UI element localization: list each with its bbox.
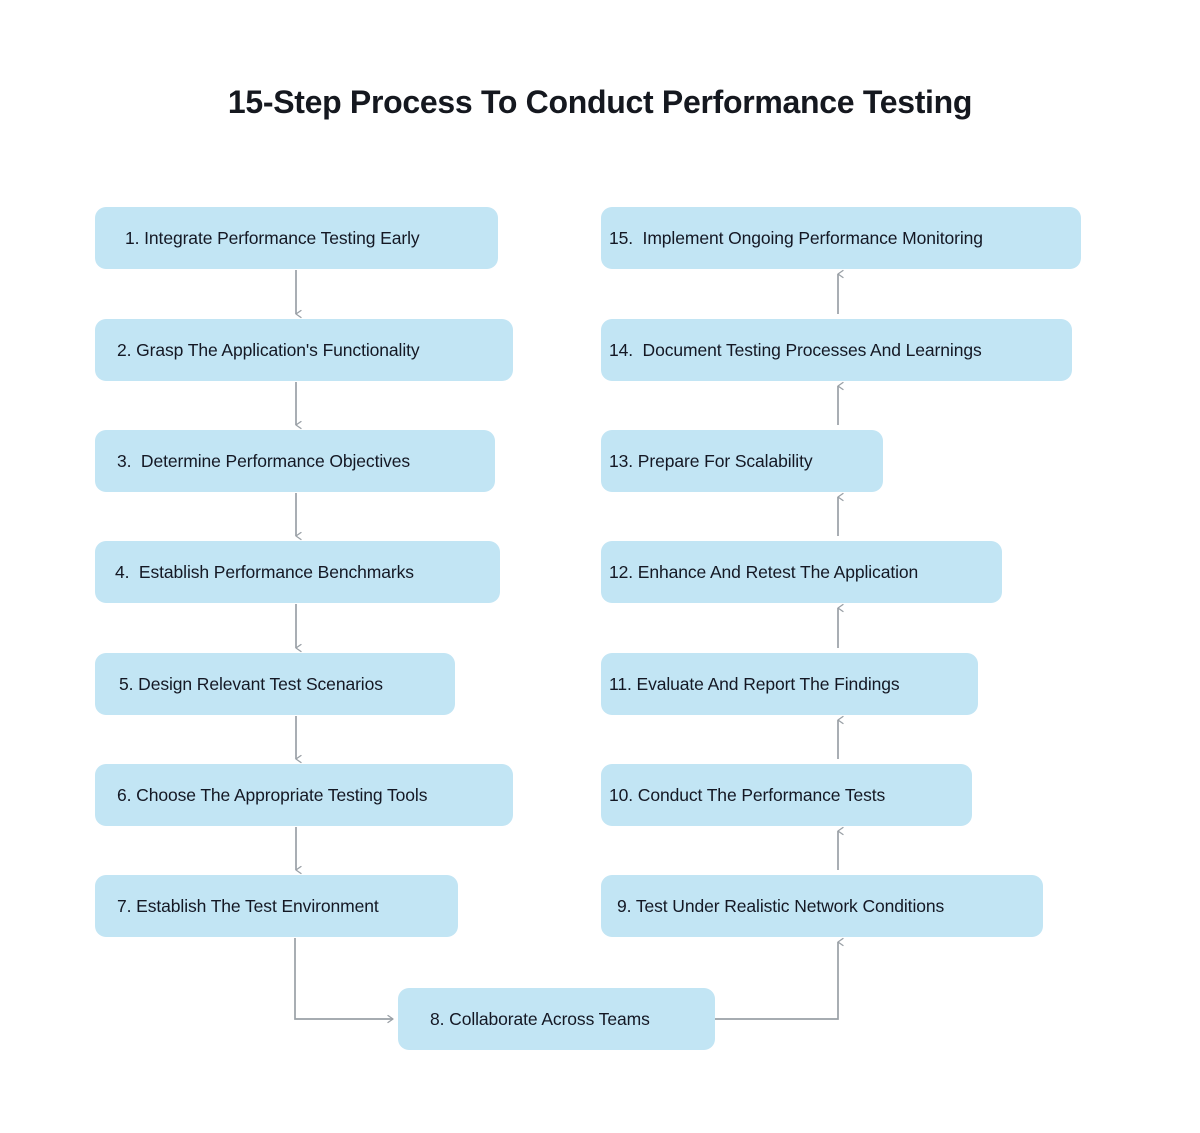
step-node-label: 3. Determine Performance Objectives — [117, 450, 411, 471]
edge-7-to-8 — [294, 938, 394, 1024]
step-node-label: 7. Establish The Test Environment — [117, 895, 379, 916]
step-node-2[interactable]: 2. Grasp The Application's Functionality — [95, 319, 513, 381]
step-node-label: 4. Establish Performance Benchmarks — [115, 561, 414, 582]
step-node-1[interactable]: 1. Integrate Performance Testing Early — [95, 207, 498, 269]
step-node-13[interactable]: 13. Prepare For Scalability — [601, 430, 883, 492]
edge-8-to-9 — [715, 937, 844, 1020]
page-title: 15-Step Process To Conduct Performance T… — [227, 84, 973, 120]
step-node-label: 6. Choose The Appropriate Testing Tools — [117, 784, 428, 805]
step-node-label: 2. Grasp The Application's Functionality — [117, 339, 420, 360]
step-node-4[interactable]: 4. Establish Performance Benchmarks — [95, 541, 500, 603]
step-node-14[interactable]: 14. Document Testing Processes And Learn… — [601, 319, 1072, 381]
step-node-label: 15. Implement Ongoing Performance Monito… — [609, 227, 983, 248]
step-node-15[interactable]: 15. Implement Ongoing Performance Monito… — [601, 207, 1081, 269]
step-node-label: 13. Prepare For Scalability — [609, 450, 813, 471]
step-node-8[interactable]: 8. Collaborate Across Teams — [398, 988, 715, 1050]
step-node-10[interactable]: 10. Conduct The Performance Tests — [601, 764, 972, 826]
step-node-label: 11. Evaluate And Report The Findings — [609, 673, 900, 694]
step-node-label: 14. Document Testing Processes And Learn… — [609, 339, 982, 360]
step-node-label: 8. Collaborate Across Teams — [430, 1008, 650, 1029]
step-node-6[interactable]: 6. Choose The Appropriate Testing Tools — [95, 764, 513, 826]
step-node-label: 1. Integrate Performance Testing Early — [125, 227, 420, 248]
step-node-5[interactable]: 5. Design Relevant Test Scenarios — [95, 653, 455, 715]
step-node-label: 10. Conduct The Performance Tests — [609, 784, 886, 805]
step-node-9[interactable]: 9. Test Under Realistic Network Conditio… — [601, 875, 1043, 937]
step-node-label: 9. Test Under Realistic Network Conditio… — [617, 895, 945, 916]
step-node-7[interactable]: 7. Establish The Test Environment — [95, 875, 458, 937]
step-node-11[interactable]: 11. Evaluate And Report The Findings — [601, 653, 978, 715]
step-node-label: 12. Enhance And Retest The Application — [609, 561, 919, 582]
step-node-label: 5. Design Relevant Test Scenarios — [119, 673, 383, 694]
step-node-12[interactable]: 12. Enhance And Retest The Application — [601, 541, 1002, 603]
step-node-3[interactable]: 3. Determine Performance Objectives — [95, 430, 495, 492]
